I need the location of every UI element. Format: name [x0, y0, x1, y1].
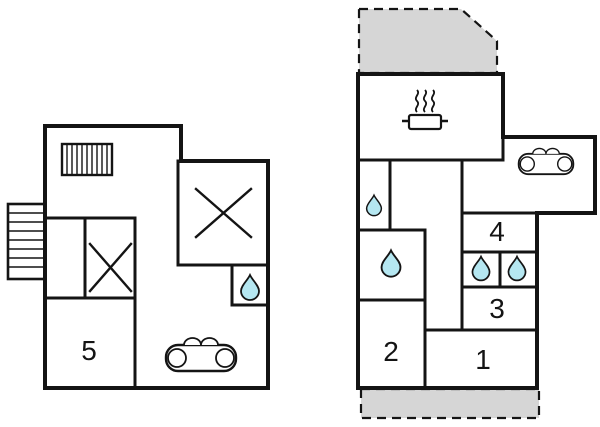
room-label-1: 1 [475, 344, 491, 375]
left-unit-outline [43, 124, 270, 390]
room-label-5: 5 [81, 335, 97, 366]
cross-icon-small [88, 242, 133, 293]
left-floorplan: 5 [6, 124, 270, 390]
right-floorplan: 4 3 2 1 [356, 7, 597, 420]
cross-icon-large [194, 187, 253, 239]
left-interior-walls [43, 159, 270, 390]
stove-icon [402, 89, 448, 131]
room-label-2: 2 [383, 336, 399, 367]
terrace-top-area [357, 7, 499, 75]
terrace-bottom-area [359, 387, 541, 420]
radiator-icon [60, 142, 114, 177]
room-label-4: 4 [489, 216, 505, 247]
room-label-3: 3 [489, 293, 505, 324]
right-interior-walls [356, 135, 539, 390]
stairs-icon [6, 202, 47, 281]
